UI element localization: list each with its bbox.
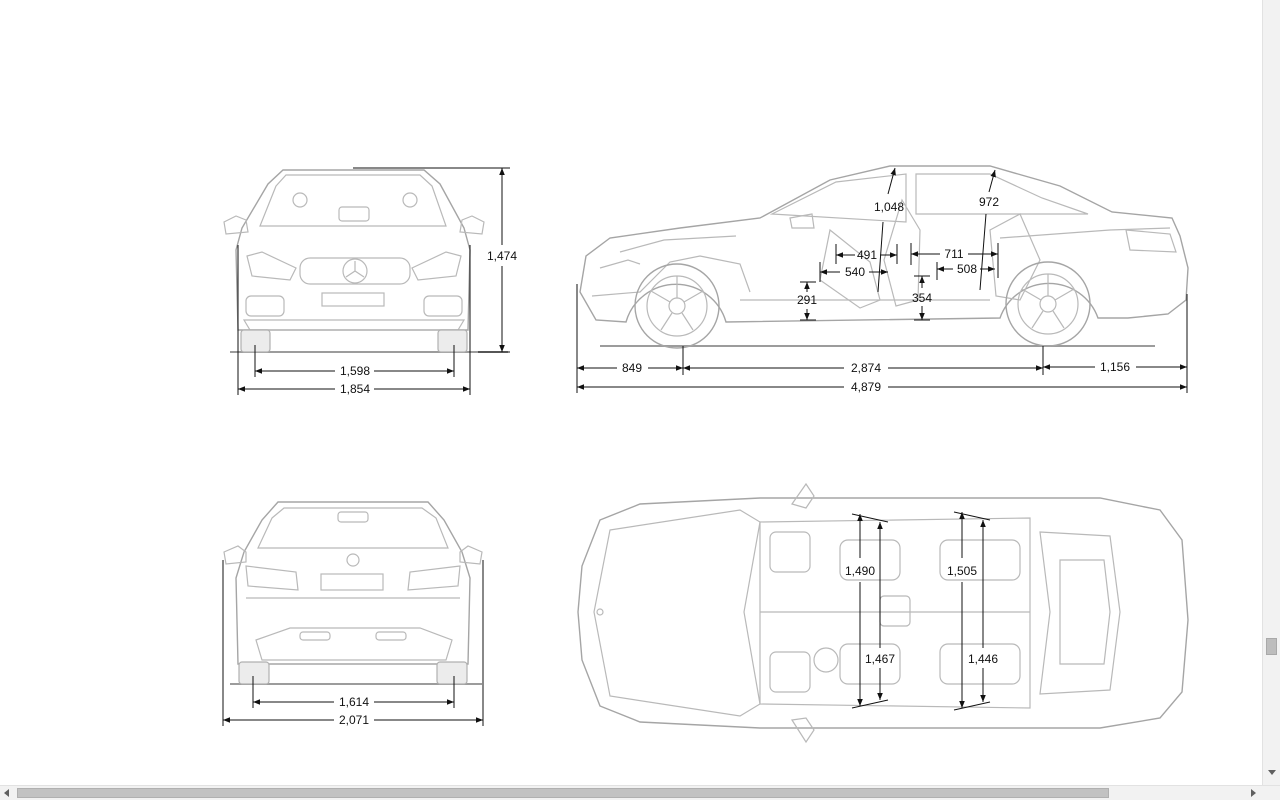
top-car-outline [577, 482, 1189, 744]
rear-legroom-label: 711 [944, 247, 963, 261]
rear-width-mirrors-label: 2,071 [339, 713, 369, 727]
rear-view: 1,614 2,071 [222, 501, 484, 727]
rear-car-outline [223, 501, 483, 685]
vertical-scrollbar[interactable] [1262, 0, 1280, 785]
side-view: 849 2,874 1,156 4,879 1,048 972 491 [576, 165, 1189, 394]
rear-headroom-label: 972 [979, 195, 999, 209]
rear-track-label: 1,614 [339, 695, 369, 709]
wheelbase-label: 2,874 [851, 361, 881, 375]
front-track-label: 1,598 [340, 364, 370, 378]
front-seat-depth-label: 491 [857, 248, 877, 262]
front-dimensions: 1,598 1,854 1,474 [237, 167, 517, 396]
scroll-left-arrow-icon[interactable] [4, 789, 9, 797]
rear-seat-height-label: 354 [912, 291, 932, 305]
front-seat-height-label: 291 [797, 293, 817, 307]
front-overhang-label: 849 [622, 361, 642, 375]
front-view: 1,598 1,854 1,474 [223, 167, 517, 396]
front-car-outline [223, 169, 508, 353]
scroll-down-arrow-icon[interactable] [1268, 770, 1276, 775]
side-car-outline [579, 165, 1189, 349]
dimension-drawing-canvas: 1,598 1,854 1,474 [222, 165, 1189, 744]
front-leg-offset-label: 540 [845, 265, 865, 279]
top-view: 1,490 1,467 1,505 1,446 [577, 482, 1189, 744]
side-dimensions: 849 2,874 1,156 4,879 1,048 972 491 [576, 167, 1188, 394]
horizontal-scrollbar[interactable] [0, 785, 1280, 800]
rear-seat-depth-label: 508 [957, 262, 977, 276]
overall-length-label: 4,879 [851, 380, 881, 394]
vertical-scroll-thumb[interactable] [1266, 638, 1277, 655]
horizontal-scroll-thumb[interactable] [17, 788, 1109, 798]
scroll-right-arrow-icon[interactable] [1251, 789, 1256, 797]
rear-overhang-label: 1,156 [1100, 360, 1130, 374]
front-shoulder-label: 1,490 [845, 564, 875, 578]
top-dimensions: 1,490 1,467 1,505 1,446 [845, 511, 998, 711]
dimension-drawing: 1,598 1,854 1,474 [222, 165, 1189, 744]
front-headroom-label: 1,048 [874, 200, 904, 214]
front-elbow-label: 1,467 [865, 652, 895, 666]
front-height-label: 1,474 [487, 249, 517, 263]
rear-dimensions: 1,614 2,071 [222, 560, 484, 727]
front-width-label: 1,854 [340, 382, 370, 396]
rear-elbow-label: 1,446 [968, 652, 998, 666]
rear-shoulder-label: 1,505 [947, 564, 977, 578]
